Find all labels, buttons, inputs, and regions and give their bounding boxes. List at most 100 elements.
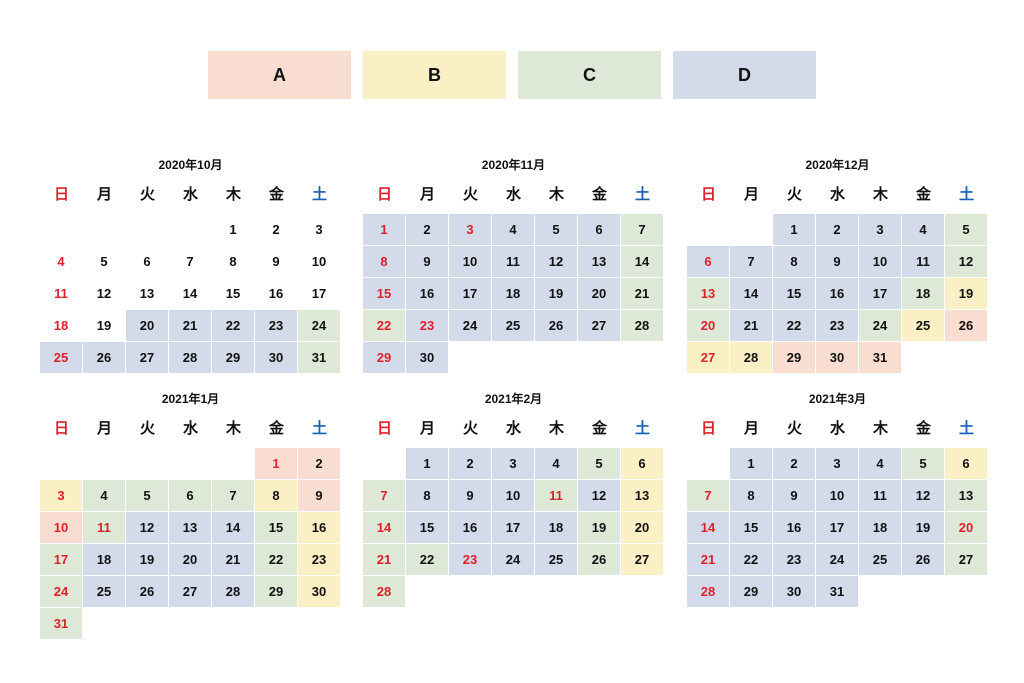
day-cell: 1 <box>406 448 448 479</box>
day-cell: 18 <box>492 278 534 309</box>
weekday-label: 金 <box>268 420 284 437</box>
day-cell: 7 <box>363 480 405 511</box>
day-cell: 22 <box>255 544 297 575</box>
day-cell: 12 <box>945 246 987 277</box>
weekday-header: 日月火水木金土 <box>687 184 988 206</box>
day-cell: 1 <box>363 214 405 245</box>
month-title: 2020年11月 <box>481 158 546 172</box>
day-cell: 17 <box>311 286 327 301</box>
day-cell: 7 <box>186 254 194 269</box>
day-cell: 17 <box>816 512 858 543</box>
weekday-label: 水 <box>829 420 845 437</box>
day-cell: 12 <box>902 480 944 511</box>
day-cell: 23 <box>773 544 815 575</box>
day-cell: 14 <box>687 512 729 543</box>
day-cell: 23 <box>298 544 340 575</box>
month-title: 2020年10月 <box>158 158 223 172</box>
day-cell: 4 <box>83 480 125 511</box>
weekday-label: 木 <box>548 420 564 437</box>
legend-label: B <box>428 64 441 85</box>
weekday-header: 日月火水木金土 <box>40 184 341 206</box>
month-title: 2021年3月 <box>808 392 867 406</box>
day-cell: 19 <box>126 544 168 575</box>
weekday-label: 水 <box>505 186 521 203</box>
day-cell: 19 <box>96 318 112 333</box>
day-cell: 29 <box>773 342 815 373</box>
day-cell: 24 <box>298 310 340 341</box>
day-cell: 30 <box>773 576 815 607</box>
day-cell: 13 <box>687 278 729 309</box>
day-cell: 7 <box>687 480 729 511</box>
weekday-label: 火 <box>139 186 155 203</box>
day-cell: 3 <box>859 214 901 245</box>
day-cell: 8 <box>773 246 815 277</box>
legend-label: A <box>273 64 286 85</box>
day-cell: 25 <box>535 544 577 575</box>
day-cell: 28 <box>212 576 254 607</box>
day-cell: 16 <box>449 512 491 543</box>
day-cell: 22 <box>406 544 448 575</box>
day-cell: 13 <box>621 480 663 511</box>
day-cell: 28 <box>363 576 405 607</box>
day-cell: 27 <box>945 544 987 575</box>
day-cell: 14 <box>212 512 254 543</box>
day-cell: 24 <box>859 310 901 341</box>
day-cell: 18 <box>53 318 69 333</box>
weekday-label: 月 <box>96 186 112 203</box>
day-cell: 4 <box>902 214 944 245</box>
day-cell: 20 <box>687 310 729 341</box>
day-cell: 22 <box>363 310 405 341</box>
day-cell: 16 <box>406 278 448 309</box>
day-cell: 5 <box>100 254 108 269</box>
day-cell: 14 <box>363 512 405 543</box>
weekday-label: 土 <box>311 420 327 437</box>
weekday-label: 火 <box>786 420 802 437</box>
day-cell: 7 <box>212 480 254 511</box>
day-cell: 26 <box>578 544 620 575</box>
weekday-label: 水 <box>182 186 198 203</box>
day-cell: 23 <box>255 310 297 341</box>
day-cell: 23 <box>816 310 858 341</box>
day-cell: 12 <box>96 286 112 301</box>
weekday-label: 木 <box>225 186 241 203</box>
day-cell: 2 <box>298 448 340 479</box>
day-cell: 14 <box>730 278 772 309</box>
day-cell: 13 <box>578 246 620 277</box>
day-cell: 11 <box>859 480 901 511</box>
day-cell: 29 <box>730 576 772 607</box>
weekday-label: 土 <box>634 420 650 437</box>
day-cell: 9 <box>816 246 858 277</box>
day-cell: 2 <box>773 448 815 479</box>
day-cell: 27 <box>621 544 663 575</box>
day-cell: 17 <box>859 278 901 309</box>
weekday-label: 金 <box>591 420 607 437</box>
day-cell: 16 <box>773 512 815 543</box>
weekday-label: 水 <box>182 420 198 437</box>
weekday-label: 月 <box>743 420 759 437</box>
weekday-label: 日 <box>700 186 716 203</box>
day-cell: 20 <box>621 512 663 543</box>
day-cell: 16 <box>816 278 858 309</box>
day-cell: 15 <box>363 278 405 309</box>
day-cell: 31 <box>816 576 858 607</box>
day-cell: 29 <box>363 342 405 373</box>
day-cell: 19 <box>578 512 620 543</box>
day-cell: 21 <box>212 544 254 575</box>
legend-item-a: A <box>208 51 351 99</box>
day-cell: 9 <box>298 480 340 511</box>
day-cell: 13 <box>945 480 987 511</box>
day-cell: 18 <box>859 512 901 543</box>
day-cell: 28 <box>169 342 211 373</box>
day-cell: 10 <box>311 254 327 269</box>
day-cell: 15 <box>773 278 815 309</box>
day-cell: 12 <box>126 512 168 543</box>
month-title: 2020年12月 <box>805 158 870 172</box>
weekday-label: 木 <box>225 420 241 437</box>
day-cell: 22 <box>212 310 254 341</box>
day-cell: 20 <box>578 278 620 309</box>
weekday-label: 土 <box>311 186 327 203</box>
